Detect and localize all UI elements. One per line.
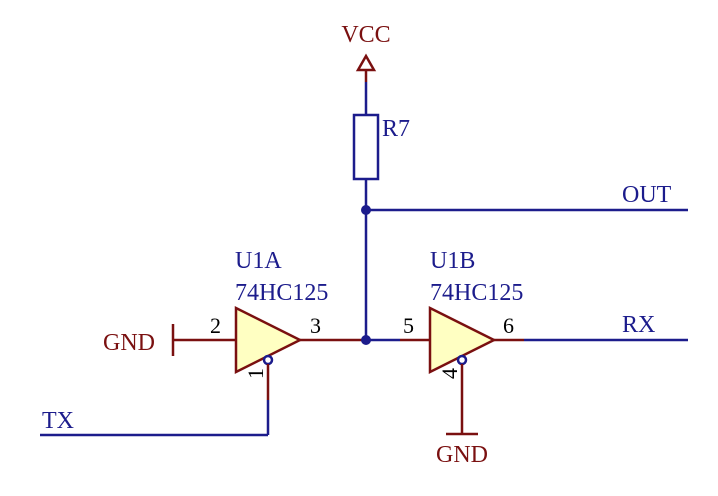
- u1b-pin-in: 5: [403, 313, 414, 338]
- rx-net-label: RX: [622, 312, 655, 338]
- u1a-ref: U1A: [235, 248, 282, 274]
- resistor-ref: R7: [382, 116, 410, 142]
- vcc-symbol: VCC: [341, 22, 391, 82]
- u1a-pin-in: 2: [210, 313, 221, 338]
- u1b-ref: U1B: [430, 248, 475, 274]
- vcc-label: VCC: [341, 22, 390, 48]
- buffer-u1a[interactable]: U1A 74HC125 GND 2 3 1: [103, 248, 366, 400]
- u1a-value: 74HC125: [235, 280, 328, 306]
- gnd-bottom-label: GND: [436, 442, 488, 468]
- buffer-u1b[interactable]: U1B 74HC125 5 6 4 GND: [400, 248, 524, 468]
- tx-net-label: TX: [42, 408, 74, 434]
- u1b-pin-out: 6: [503, 313, 514, 338]
- u1b-value: 74HC125: [430, 280, 523, 306]
- resistor-r7[interactable]: R7: [352, 82, 410, 210]
- vcc-arrow-icon: [355, 53, 377, 72]
- u1a-pin-oe: 1: [243, 368, 268, 379]
- gnd-left-label: GND: [103, 330, 155, 356]
- junction-mid: [361, 335, 371, 345]
- u1b-pin-oe: 4: [437, 368, 462, 379]
- u1a-pin-out: 3: [310, 313, 321, 338]
- u1a-oe-bubble: [262, 354, 274, 366]
- resistor-body[interactable]: [352, 113, 380, 181]
- out-net-label: OUT: [622, 182, 672, 208]
- u1b-oe-bubble: [456, 354, 468, 366]
